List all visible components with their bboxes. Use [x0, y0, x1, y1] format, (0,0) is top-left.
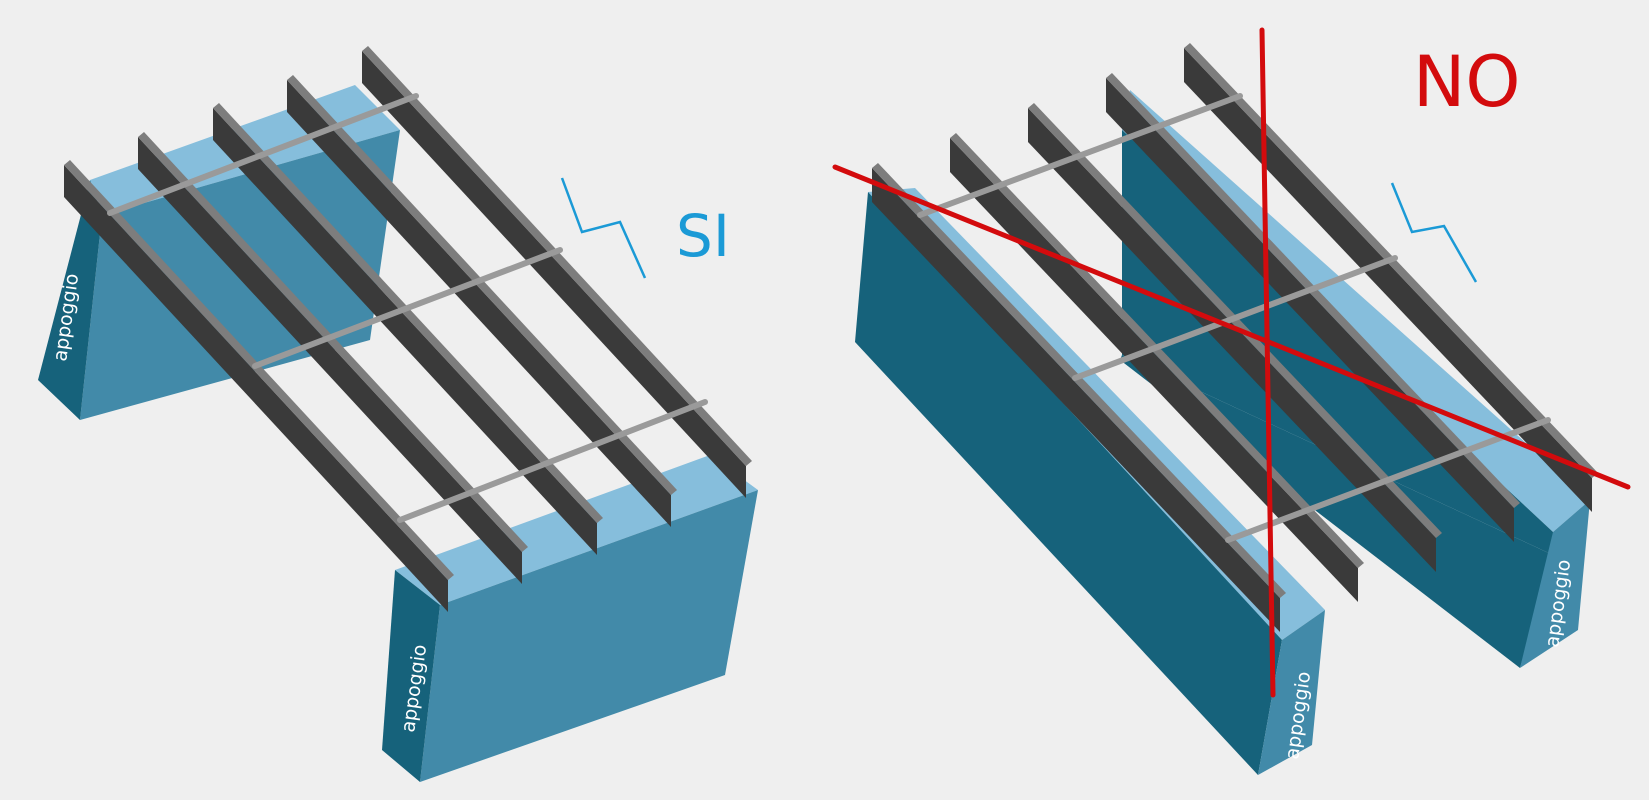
cross-rod	[917, 93, 1243, 218]
correct-label: SI	[676, 202, 730, 270]
support-block-front: appoggio	[382, 455, 758, 782]
bearing-bar	[213, 103, 603, 555]
bearing-bar	[872, 163, 1286, 632]
zigzag-arrow-icon	[560, 177, 647, 279]
cross-rod	[1225, 417, 1551, 543]
cross-rod	[107, 93, 419, 216]
bearing-bar	[287, 75, 677, 527]
bearing-bar	[64, 160, 454, 612]
cross-rod	[252, 247, 563, 369]
correct-installation: appoggio appoggio	[38, 46, 758, 782]
cross-rod	[397, 399, 708, 523]
cross-rod	[1072, 255, 1398, 381]
bearing-bar	[362, 46, 752, 498]
cross-icon	[832, 27, 1631, 698]
grating-cross-rods	[917, 93, 1551, 543]
wrong-installation: appoggio appoggio	[832, 27, 1631, 775]
grating-bearing-bars	[64, 46, 752, 612]
zigzag-arrow-icon	[1390, 182, 1478, 283]
wrong-label: NO	[1413, 41, 1520, 123]
bearing-bar	[138, 132, 528, 584]
grating-cross-rods	[107, 93, 708, 523]
